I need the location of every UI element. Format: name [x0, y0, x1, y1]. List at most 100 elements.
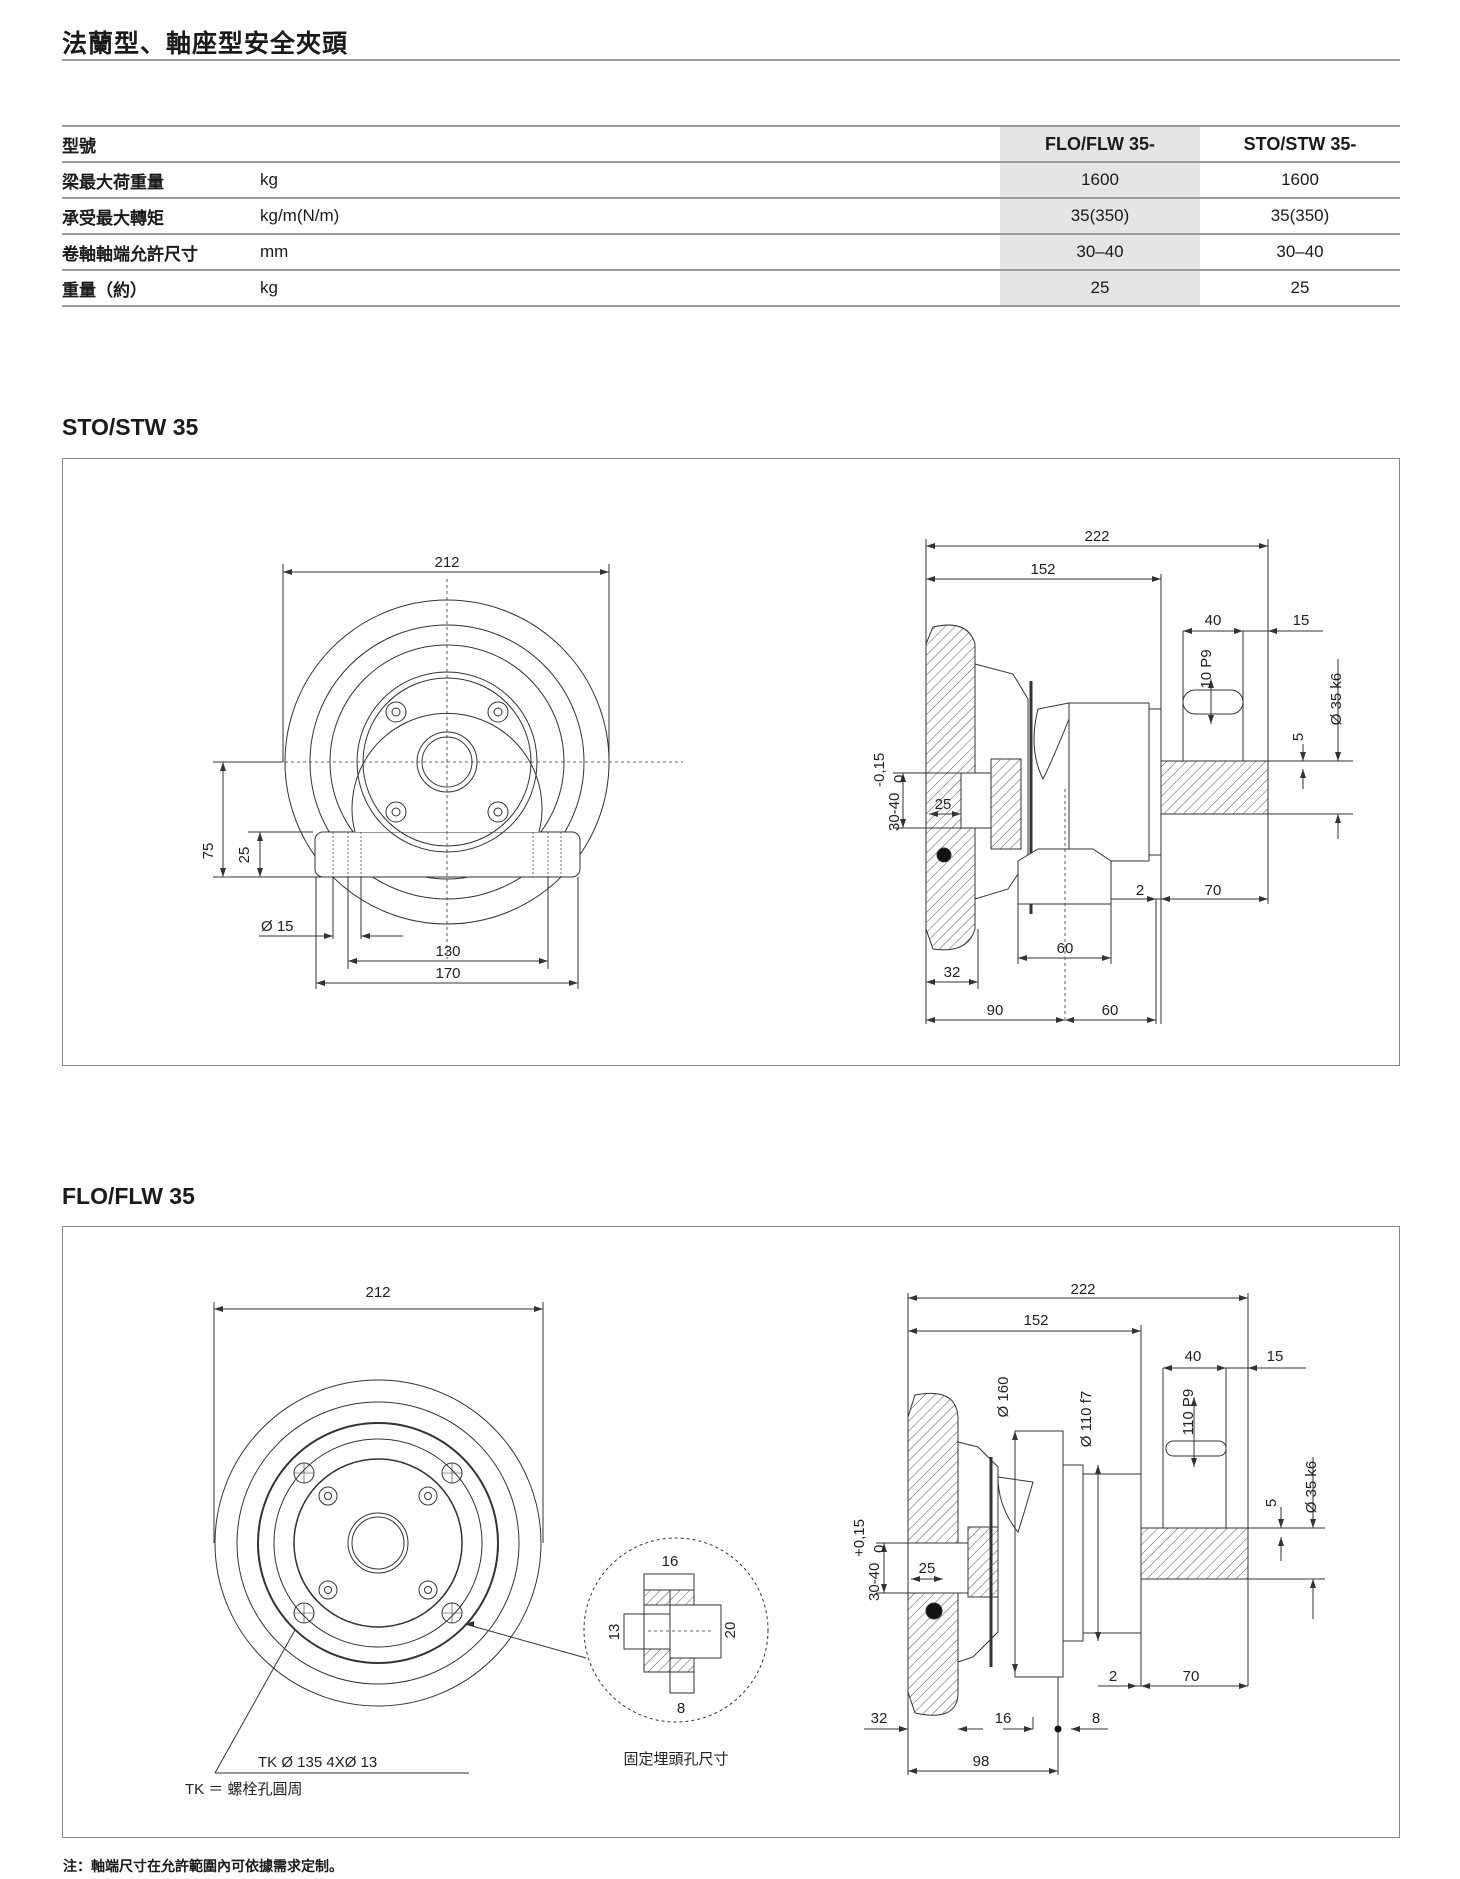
- dim-60: 60: [1102, 1002, 1119, 1019]
- dimension-arrow: [534, 1306, 543, 1312]
- inner-bolt-center: [424, 1492, 432, 1500]
- table-row: 梁最大荷重量 kg 1600 1600: [62, 161, 1400, 198]
- tol-upper: +0,15: [851, 1519, 868, 1557]
- dim-40: 40: [1185, 1348, 1202, 1365]
- inner-bolt-hole: [318, 1486, 338, 1506]
- flange-disc: [1014, 1430, 1064, 1678]
- header-label: 型號: [62, 125, 260, 162]
- handwheel-section: [925, 624, 976, 951]
- row-value-flo: 1600: [1000, 161, 1200, 198]
- dimension-arrow: [1163, 1365, 1172, 1371]
- dim-5: 5: [1263, 1499, 1280, 1507]
- detail-hatch: [643, 1648, 671, 1673]
- jaw-lever: [1033, 702, 1070, 781]
- ball-bearing: [936, 847, 952, 863]
- leader-line: [464, 1623, 587, 1659]
- bolt-hole-center: [493, 807, 503, 817]
- bolt-hole: [487, 701, 509, 723]
- dimension-arrow: [1234, 628, 1243, 634]
- dimension-arrow: [1065, 1017, 1074, 1023]
- tol-main: 30-40: [886, 793, 903, 831]
- keyway-slot: [1182, 689, 1244, 715]
- dimension-arrow: [900, 819, 906, 828]
- row-value-sto: 30–40: [1200, 233, 1400, 270]
- dim-shaft-35k6: Ø 35 k6: [1303, 1461, 1320, 1514]
- table-row: 重量（約） kg 25 25: [62, 269, 1400, 307]
- dimension-arrow: [926, 1017, 935, 1023]
- datum-dot: [1054, 1725, 1062, 1733]
- jaw-section: [990, 758, 1022, 850]
- dimension-arrow: [465, 1621, 474, 1627]
- dim-15: 15: [1267, 1348, 1284, 1365]
- dimension-arrow: [600, 569, 609, 575]
- table-header-row: 型號 FLO/FLW 35- STO/STW 35-: [62, 125, 1400, 162]
- dim-shaft-35k6: Ø 35 k6: [1328, 673, 1345, 726]
- row-label: 承受最大轉矩: [62, 197, 260, 234]
- hub-bore: [351, 1516, 405, 1570]
- detail-counterbore: [669, 1604, 722, 1659]
- table-row: 卷軸軸端允許尺寸 mm 30–40 30–40: [62, 233, 1400, 270]
- dimension-arrow: [900, 773, 906, 782]
- dim-60-foot: 60: [1057, 940, 1074, 957]
- dimension-arrow: [1012, 1431, 1018, 1440]
- dimension-arrow: [1147, 896, 1156, 902]
- bolt-hole-center: [391, 807, 401, 817]
- shaft: [1140, 1527, 1249, 1580]
- flange-step: [1062, 1464, 1084, 1642]
- gear-body: [1068, 702, 1150, 862]
- dimension-arrow: [1239, 1683, 1248, 1689]
- row-value-flo: 35(350): [1000, 197, 1200, 234]
- dim-2: 2: [1109, 1668, 1117, 1685]
- dim-25: 25: [236, 847, 253, 864]
- detail-bolt: [623, 1613, 671, 1650]
- inner-bolt-center: [424, 1586, 432, 1594]
- dimension-arrow: [881, 1543, 887, 1552]
- dimension-arrow: [316, 980, 325, 986]
- dim-tolerance-30-40: 30-40 +0,15 0: [851, 1519, 888, 1601]
- outer-rim: [214, 1379, 542, 1707]
- ball-bearing: [925, 1602, 943, 1620]
- dimension-arrow: [1191, 1397, 1197, 1406]
- dimension-arrow: [361, 933, 370, 939]
- dimension-arrow: [1268, 628, 1277, 634]
- dimension-arrow: [899, 1726, 908, 1732]
- dimension-arrow: [1335, 752, 1341, 761]
- dimension-arrow: [1208, 679, 1214, 688]
- row-value-sto: 25: [1200, 269, 1400, 307]
- dimension-arrow: [1259, 543, 1268, 549]
- dimension-arrow: [1335, 814, 1341, 823]
- dimension-arrow: [1278, 1537, 1284, 1546]
- dimension-arrow: [911, 1576, 920, 1582]
- dim-2: 2: [1136, 882, 1144, 899]
- title-divider: [62, 59, 1400, 61]
- row-label: 重量（約）: [62, 269, 260, 307]
- detail-caption: 固定埋頭孔尺寸: [623, 1751, 728, 1768]
- dim-110f7: Ø 110 f7: [1078, 1391, 1095, 1447]
- dim-40: 40: [1205, 612, 1222, 629]
- dimension-arrow: [1161, 896, 1170, 902]
- dim-70: 70: [1205, 882, 1222, 899]
- dimension-arrow: [926, 576, 935, 582]
- dimension-arrow: [1132, 1328, 1141, 1334]
- dimension-arrow: [1024, 1726, 1033, 1732]
- dimension-arrow: [283, 569, 292, 575]
- spec-table: 型號 FLO/FLW 35- STO/STW 35- 梁最大荷重量 kg 160…: [62, 125, 1400, 307]
- dimension-arrow: [539, 958, 548, 964]
- dimension-arrow: [1056, 1017, 1065, 1023]
- row-value-sto: 35(350): [1200, 197, 1400, 234]
- dimension-arrow: [214, 1306, 223, 1312]
- dim-170: 170: [435, 965, 460, 982]
- core-bore: [907, 1542, 969, 1594]
- header-col-sto: STO/STW 35-: [1200, 125, 1400, 162]
- core-bore: [960, 772, 992, 829]
- detail-circle: [583, 1537, 769, 1723]
- dim-8: 8: [1092, 1710, 1100, 1727]
- leader-line: [214, 1629, 296, 1774]
- dimension-arrow: [1217, 1365, 1226, 1371]
- page-title: 法蘭型、軸座型安全夾頭: [62, 30, 349, 58]
- dim-130: 130: [435, 943, 460, 960]
- dim-key-p9: 110 P9: [1180, 1389, 1197, 1435]
- flo-technical-drawing: 212 TK Ø 135 4XØ 13 TK ＝ 螺栓孔圓周 16 13 20 …: [185, 1281, 1325, 1798]
- dimension-arrow: [958, 1726, 967, 1732]
- dimension-arrow: [1128, 1683, 1137, 1689]
